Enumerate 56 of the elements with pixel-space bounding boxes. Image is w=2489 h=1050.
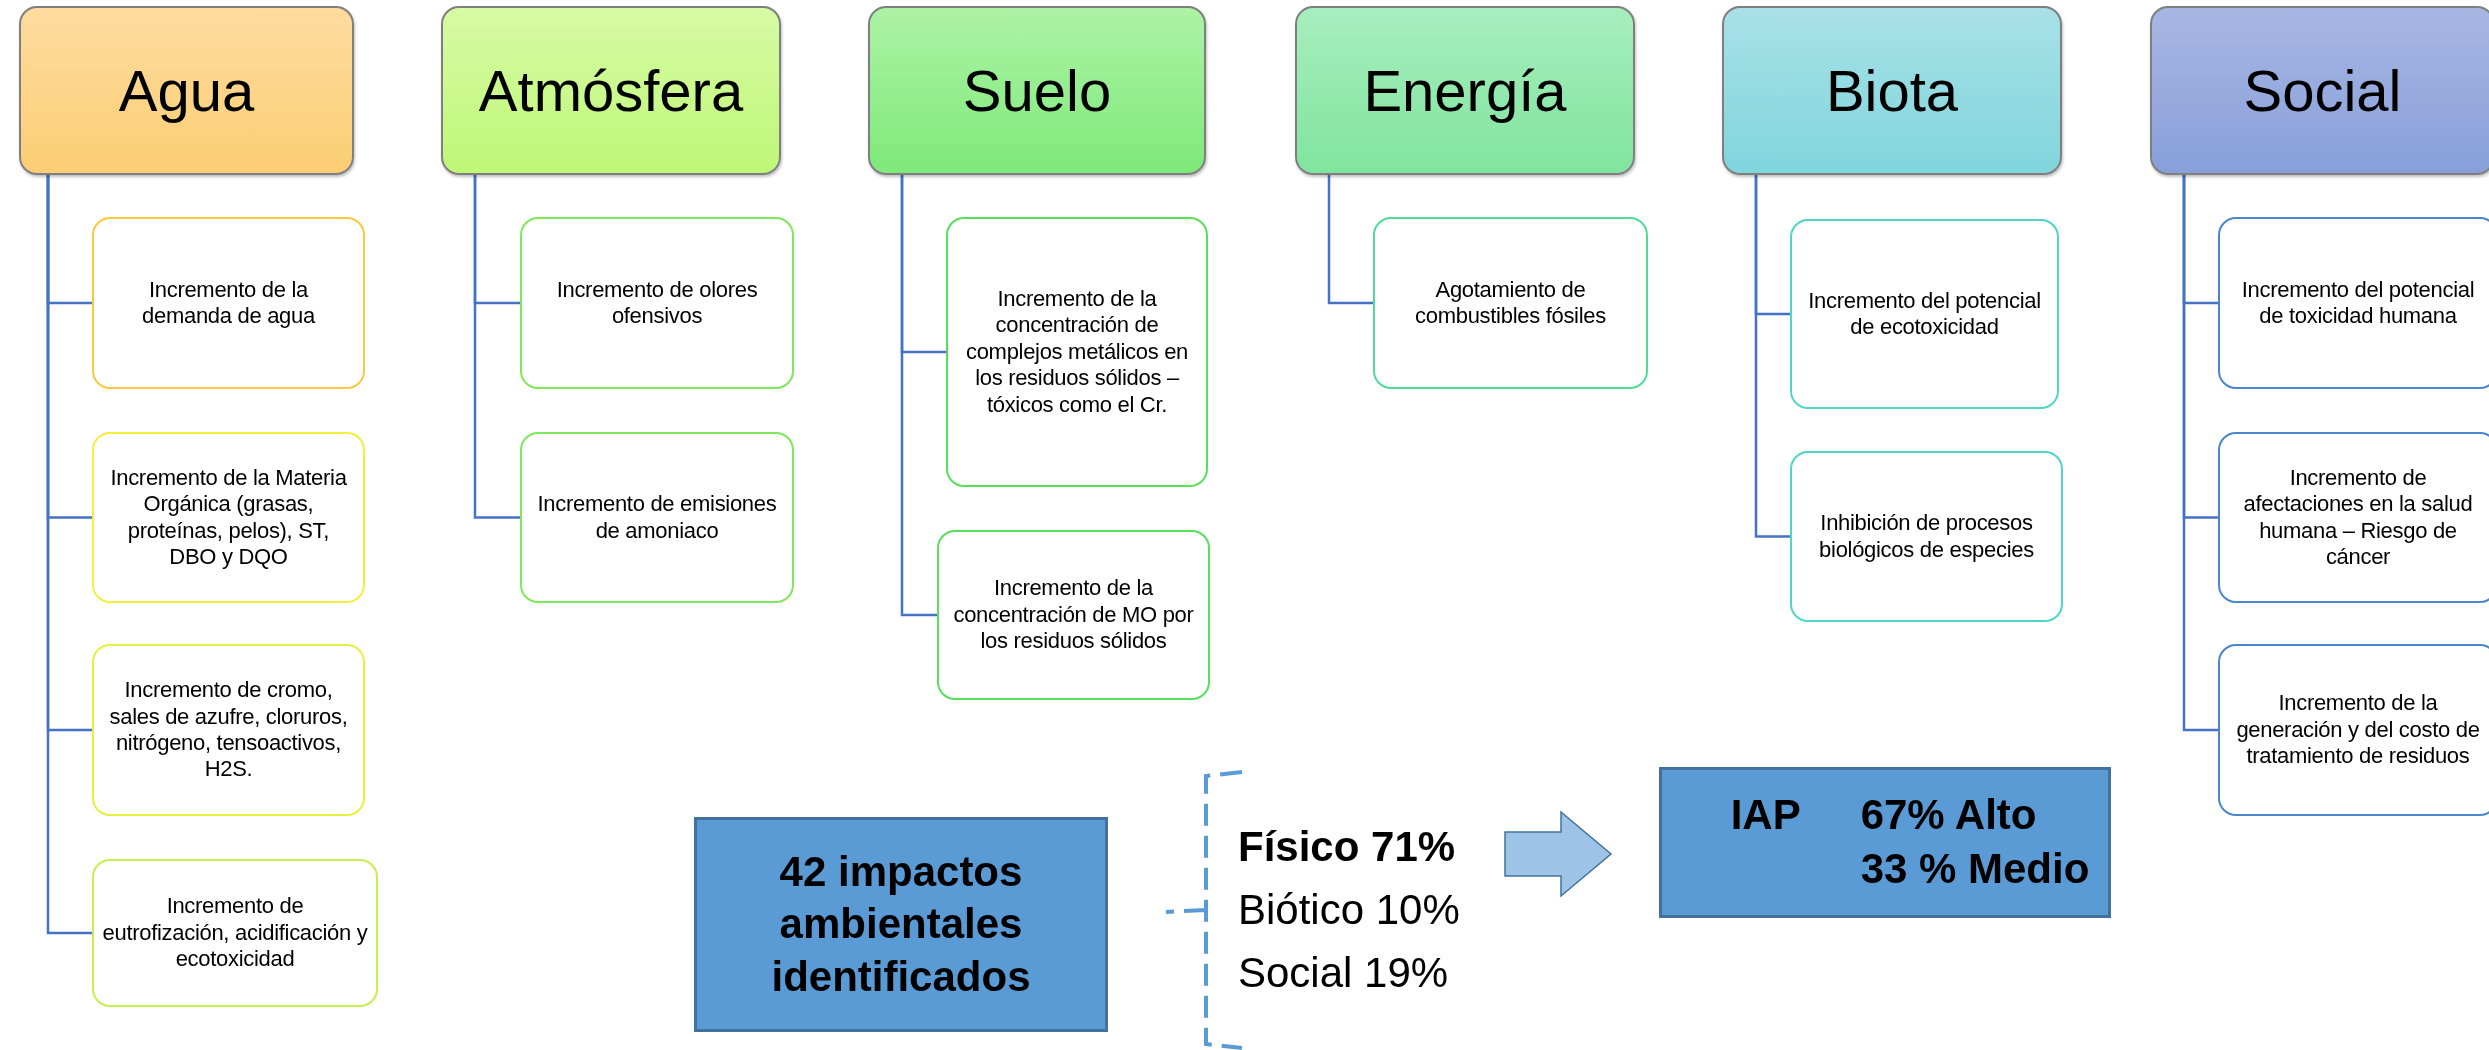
impact-box [937, 530, 1210, 700]
header-text: Biota [1825, 57, 1959, 124]
impact-box [92, 644, 365, 816]
category-header [868, 6, 1206, 175]
impact-text: Incremento de olores ofensivos [555, 276, 759, 330]
impact-text: Incremento del potencial de ecotoxicidad [1807, 287, 2042, 341]
result-box [1659, 767, 2111, 918]
impact-text: Incremento de la concentración de complejos metálicos en los residuos sólidos – tóxicos como el Cr. [964, 286, 1190, 418]
percentage-text: Físico 71% [1238, 821, 1456, 872]
result-text: 67% Alto [1860, 790, 2038, 840]
impact-box [520, 217, 794, 389]
header-text: Atmósfera [478, 57, 744, 124]
connector-line [46, 175, 92, 935]
impact-box [2218, 217, 2489, 389]
impact-text: Incremento de la concentración de MO por los residuos sólidos [952, 575, 1195, 655]
connector-line [1327, 175, 1373, 305]
category-header [2150, 6, 2489, 175]
header-text: Suelo [962, 57, 1112, 124]
category-header [1295, 6, 1635, 175]
percentage-text: Social 19% [1238, 947, 1449, 998]
header-text: Energía [1363, 57, 1567, 124]
impact-text: Incremento de eutrofización, acidificación y ecotoxicidad [102, 893, 368, 973]
impact-text: Incremento de afectaciones en la salud humana – Riesgo de cáncer [2242, 464, 2474, 571]
impact-box [2218, 644, 2489, 816]
impact-text: Incremento de cromo, sales de azufre, cloruros, nitrógeno, tensoactivos, H2S. [108, 677, 349, 783]
impact-box [520, 432, 794, 603]
percentage-text: Biótico 10% [1238, 884, 1460, 935]
impact-box [1790, 451, 2063, 622]
category-header [1722, 6, 2062, 175]
result-text: 33 % Medio [1860, 843, 2090, 894]
impact-box [1790, 219, 2059, 409]
impact-text: Incremento de la Materia Orgánica (grasas, proteínas, pelos), ST, DBO y DQO [109, 464, 348, 571]
impact-box [92, 859, 378, 1007]
impact-text: Incremento del potencial de toxicidad humana [2240, 276, 2476, 330]
impact-text: Incremento de la demanda de agua [141, 276, 317, 330]
impact-text: Incremento de emisiones de amoniaco [536, 491, 778, 544]
impact-text: Incremento de la generación y del costo de tratamiento de residuos [2235, 690, 2481, 770]
category-header [19, 6, 354, 175]
impact-box [92, 217, 365, 389]
connector-line [900, 175, 937, 617]
block-arrow [1504, 810, 1613, 898]
category-header [441, 6, 781, 175]
impact-text: Agotamiento de combustibles fósiles [1414, 276, 1607, 330]
impact-box [1373, 217, 1648, 389]
header-text: Agua [118, 57, 255, 124]
impact-box [2218, 432, 2489, 603]
impact-box [946, 217, 1208, 487]
summary-text: 42 impactos ambientales identificados [770, 846, 1032, 1002]
connector-line [1754, 175, 1790, 538]
connector-line [2182, 175, 2218, 732]
header-text: Social [2243, 57, 2402, 124]
connector-line [473, 175, 520, 519]
impact-box [92, 432, 365, 603]
result-text: IAP [1730, 790, 1802, 840]
summary-box [694, 817, 1108, 1032]
impact-text: Inhibición de procesos biológicos de especies [1818, 510, 2035, 563]
